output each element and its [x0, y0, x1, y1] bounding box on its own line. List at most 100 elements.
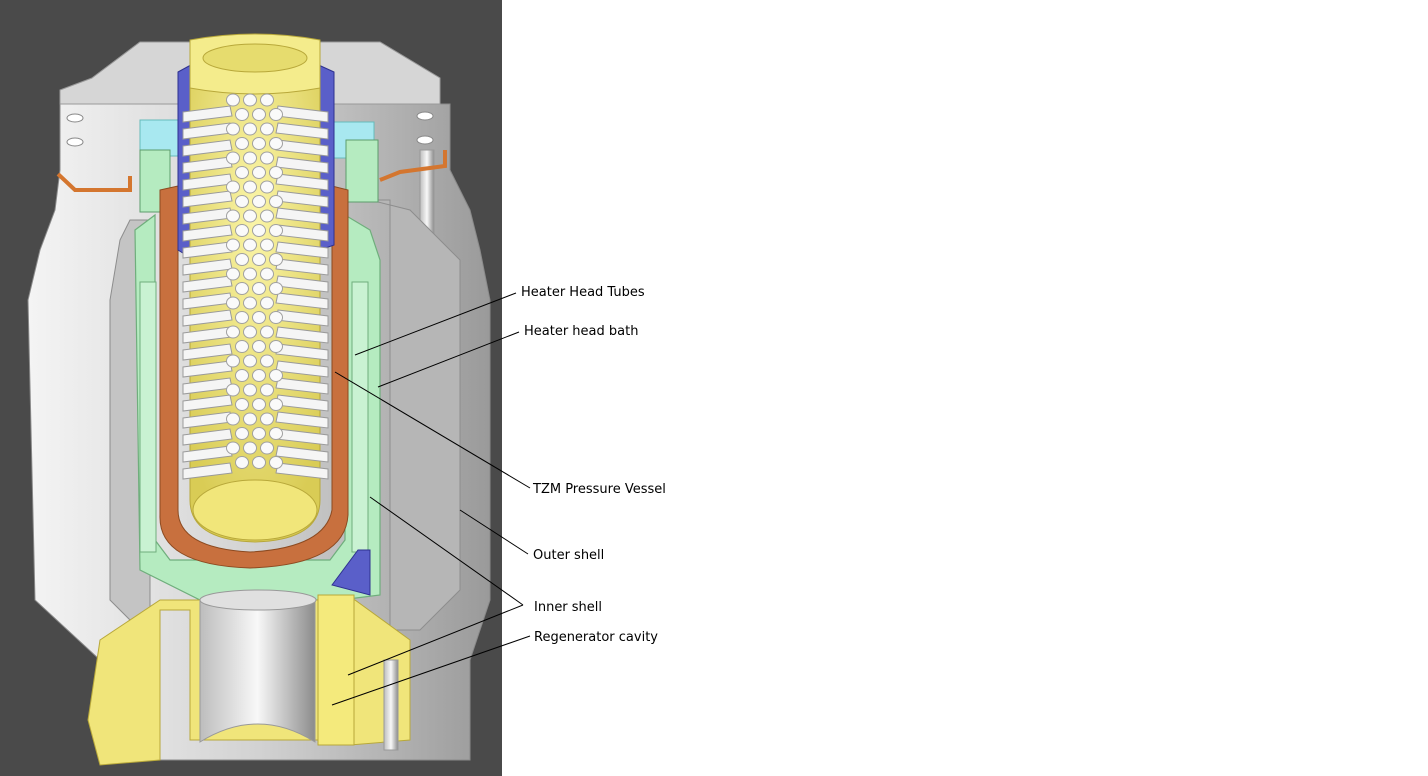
heater-head-tube	[182, 241, 233, 259]
inner-shell-wall	[139, 281, 157, 553]
heater-head-tubes-group	[182, 105, 329, 480]
heater-pin	[252, 253, 266, 266]
heater-pin	[243, 296, 257, 310]
heater-pin	[235, 253, 249, 266]
heater-head-tube	[182, 190, 233, 208]
heater-pin	[269, 253, 283, 266]
heater-pin	[260, 296, 274, 310]
heater-pin	[252, 369, 266, 382]
heater-pin	[269, 224, 283, 237]
heater-pin	[269, 311, 283, 324]
heater-pin	[269, 108, 283, 121]
label-heater-head-bath: Heater head bath	[524, 324, 639, 339]
heater-head-tube	[182, 224, 233, 242]
heater-pin	[235, 108, 249, 121]
heater-pin	[252, 224, 266, 237]
heater-head-tube	[182, 156, 233, 174]
heater-pin-array	[226, 93, 283, 469]
heater-pin	[235, 311, 249, 324]
heater-pin	[243, 180, 257, 194]
label-heater-head-tubes: Heater Head Tubes	[521, 285, 645, 300]
outer-shell-cavity	[369, 199, 461, 631]
heater-head-tube	[182, 394, 233, 412]
heater-pin	[235, 195, 249, 208]
heater-pin	[252, 282, 266, 295]
central-cylinder	[199, 599, 316, 743]
heater-pin	[260, 209, 274, 223]
heater-pin	[252, 108, 266, 121]
heater-pin	[260, 441, 274, 455]
heater-pin	[252, 427, 266, 440]
central-cylinder-top	[199, 589, 317, 611]
heater-pin	[269, 282, 283, 295]
heater-pin	[260, 180, 274, 194]
heater-pin	[269, 195, 283, 208]
heater-head-tube	[275, 156, 329, 174]
heater-pin	[235, 398, 249, 411]
heater-head-tube	[182, 105, 233, 123]
heater-head-tube	[182, 445, 233, 463]
label-inner-shell: Inner shell	[534, 600, 603, 615]
heater-pin	[235, 282, 249, 295]
heater-pin	[243, 383, 257, 397]
heater-pin	[235, 224, 249, 237]
heater-head-tube	[275, 326, 329, 344]
flange-bolt-hole	[416, 111, 434, 121]
heater-pin	[235, 427, 249, 440]
heater-head-tube	[275, 207, 329, 225]
leader-tzm-pressure-vessel	[334, 371, 531, 489]
heater-pin	[243, 122, 257, 136]
heater-pin	[260, 383, 274, 397]
heater-pin	[226, 180, 240, 194]
heater-head-tube	[182, 343, 233, 361]
heater-pin	[243, 441, 257, 455]
heater-pin	[235, 369, 249, 382]
leader-inner-shell-1	[369, 496, 524, 606]
inner-shell-wall	[351, 281, 369, 553]
leader-outer-shell	[459, 509, 529, 555]
heater-pin	[235, 340, 249, 353]
leader-regenerator-cavity	[331, 635, 531, 706]
heater-pin	[226, 93, 240, 107]
heater-pin	[243, 354, 257, 368]
heater-pin	[243, 151, 257, 165]
heater-pin	[260, 267, 274, 281]
heater-pin	[269, 369, 283, 382]
heater-pin	[226, 441, 240, 455]
heater-pin	[226, 122, 240, 136]
leader-lines	[331, 292, 531, 706]
heater-pin	[243, 412, 257, 426]
heater-pin	[226, 238, 240, 252]
leader-inner-shell-2	[347, 604, 524, 676]
heater-pin	[243, 325, 257, 339]
heater-head-tube	[275, 462, 329, 480]
heater-pin	[235, 137, 249, 150]
heater-pin	[252, 456, 266, 469]
heater-pin	[252, 398, 266, 411]
heater-pin	[260, 354, 274, 368]
heater-pin	[260, 412, 274, 426]
heater-pin	[260, 238, 274, 252]
heater-pin	[260, 93, 274, 107]
heater-pin	[269, 456, 283, 469]
heater-head-tube	[182, 428, 233, 446]
heater-pin	[260, 325, 274, 339]
heater-pin	[269, 340, 283, 353]
heater-pin	[269, 137, 283, 150]
flange-bolt-hole	[66, 113, 84, 123]
heater-pin	[252, 195, 266, 208]
orange-gasket	[56, 172, 132, 192]
heater-pin	[269, 398, 283, 411]
heater-pin	[252, 137, 266, 150]
heater-pin	[226, 412, 240, 426]
heater-head-tube	[182, 275, 233, 293]
heater-head-tube	[275, 360, 329, 378]
label-regenerator-cavity: Regenerator cavity	[534, 630, 658, 645]
heater-pin	[226, 209, 240, 223]
heater-head-tube	[182, 139, 233, 157]
heater-pin	[243, 93, 257, 107]
orange-gasket	[379, 150, 447, 182]
heater-pin	[226, 354, 240, 368]
heater-head-tube	[275, 241, 329, 259]
